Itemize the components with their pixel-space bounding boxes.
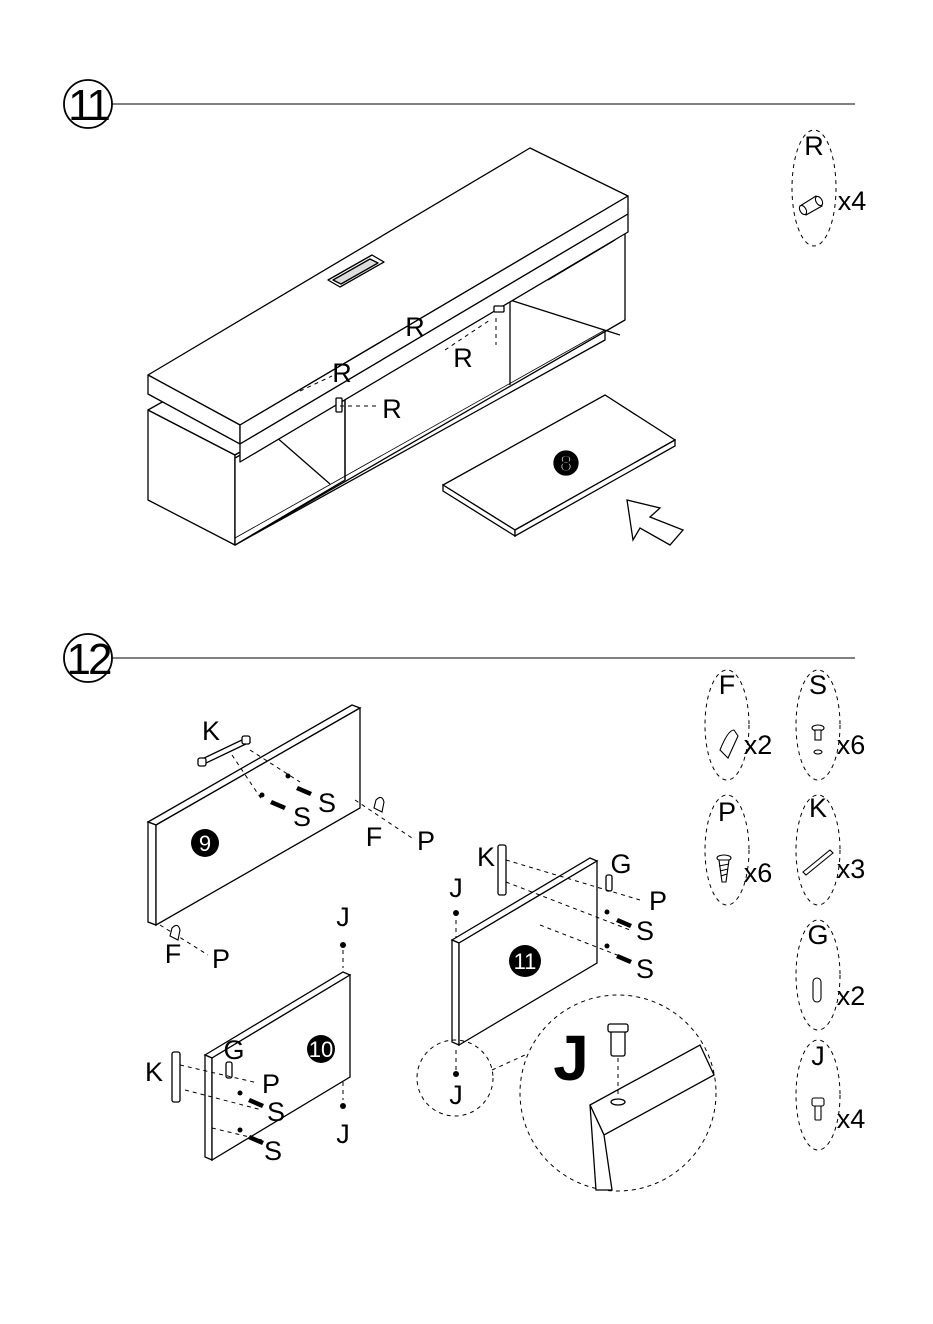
part-p-qty: x6 bbox=[744, 858, 773, 888]
label-j-10b: J bbox=[336, 1119, 350, 1149]
label-s-11a: S bbox=[636, 916, 654, 946]
callout-r-2: R bbox=[332, 358, 352, 388]
label-j-11a: J bbox=[449, 873, 463, 903]
label-s-9b: S bbox=[293, 802, 311, 832]
part-k-qty: x3 bbox=[837, 854, 866, 884]
step-12-number: 12 bbox=[67, 635, 111, 684]
label-k-9: K bbox=[202, 716, 220, 746]
step-11-number: 11 bbox=[68, 81, 109, 130]
part-g-letter: G bbox=[807, 920, 828, 950]
label-k-11: K bbox=[477, 842, 495, 872]
part-j-qty: x4 bbox=[837, 1104, 866, 1134]
step-11-badge: 11 bbox=[64, 80, 855, 130]
part-f: F x2 bbox=[705, 670, 772, 780]
parts-list-step-12: F x2 S x6 P bbox=[705, 670, 865, 1150]
part-p: P x6 bbox=[705, 795, 772, 905]
label-j-11b: J bbox=[449, 1080, 463, 1110]
panel-marker-9-text: 9 bbox=[199, 831, 211, 856]
label-j-10a: J bbox=[336, 902, 350, 932]
part-marker-8-text: 8 bbox=[560, 451, 572, 476]
label-s-10b: S bbox=[264, 1136, 282, 1166]
label-p-9b: P bbox=[212, 944, 230, 974]
label-f-9a: F bbox=[366, 822, 383, 852]
label-s-9a: S bbox=[318, 788, 336, 818]
label-g-11: G bbox=[610, 849, 631, 879]
handle-bar-icon bbox=[803, 850, 833, 875]
step-12: 12 bbox=[64, 634, 865, 1191]
part-s-qty: x6 bbox=[837, 730, 866, 760]
part-r-letter: R bbox=[804, 131, 824, 161]
callout-r-4: R bbox=[382, 394, 402, 424]
step-11: 11 bbox=[64, 80, 866, 545]
label-p-11: P bbox=[649, 886, 667, 916]
label-s-10a: S bbox=[267, 1097, 285, 1127]
label-p-9a: P bbox=[417, 826, 435, 856]
part-k-letter: K bbox=[809, 793, 827, 823]
wooden-dowel-icon bbox=[798, 195, 824, 216]
part-j: J x4 bbox=[796, 1040, 865, 1150]
part-r: R x4 bbox=[792, 130, 866, 246]
part-s: S x6 bbox=[796, 670, 865, 780]
wood-screw-icon bbox=[717, 855, 731, 882]
part-g: G x2 bbox=[796, 920, 865, 1030]
guide-plate-icon bbox=[813, 978, 821, 1002]
label-f-9b: F bbox=[165, 939, 182, 969]
detail-label-j: J bbox=[553, 1022, 589, 1094]
part-s-letter: S bbox=[809, 670, 827, 700]
part-r-qty: x4 bbox=[838, 186, 867, 216]
part-k: K x3 bbox=[796, 793, 865, 905]
door-panel-9: 9 K S S F P F P bbox=[148, 705, 435, 974]
label-k-10: K bbox=[145, 1057, 163, 1087]
part-j-letter: J bbox=[811, 1041, 825, 1071]
part-f-qty: x2 bbox=[744, 730, 773, 760]
part-g-qty: x2 bbox=[837, 981, 866, 1011]
panel-marker-10-text: 10 bbox=[309, 1037, 333, 1062]
label-s-11b: S bbox=[636, 954, 654, 984]
part-f-letter: F bbox=[719, 670, 736, 700]
part-p-letter: P bbox=[718, 797, 736, 827]
label-p-10: P bbox=[262, 1069, 280, 1099]
callout-r-3: R bbox=[453, 343, 473, 373]
screw-icon bbox=[812, 725, 824, 754]
hinge-plate-icon bbox=[720, 730, 738, 758]
step-12-badge: 12 bbox=[64, 634, 855, 684]
panel-marker-11-text: 11 bbox=[514, 949, 537, 974]
callout-r-1: R bbox=[405, 312, 425, 342]
label-g-10: G bbox=[223, 1035, 244, 1065]
cap-icon bbox=[812, 1098, 824, 1120]
insert-arrow-icon bbox=[627, 500, 683, 545]
